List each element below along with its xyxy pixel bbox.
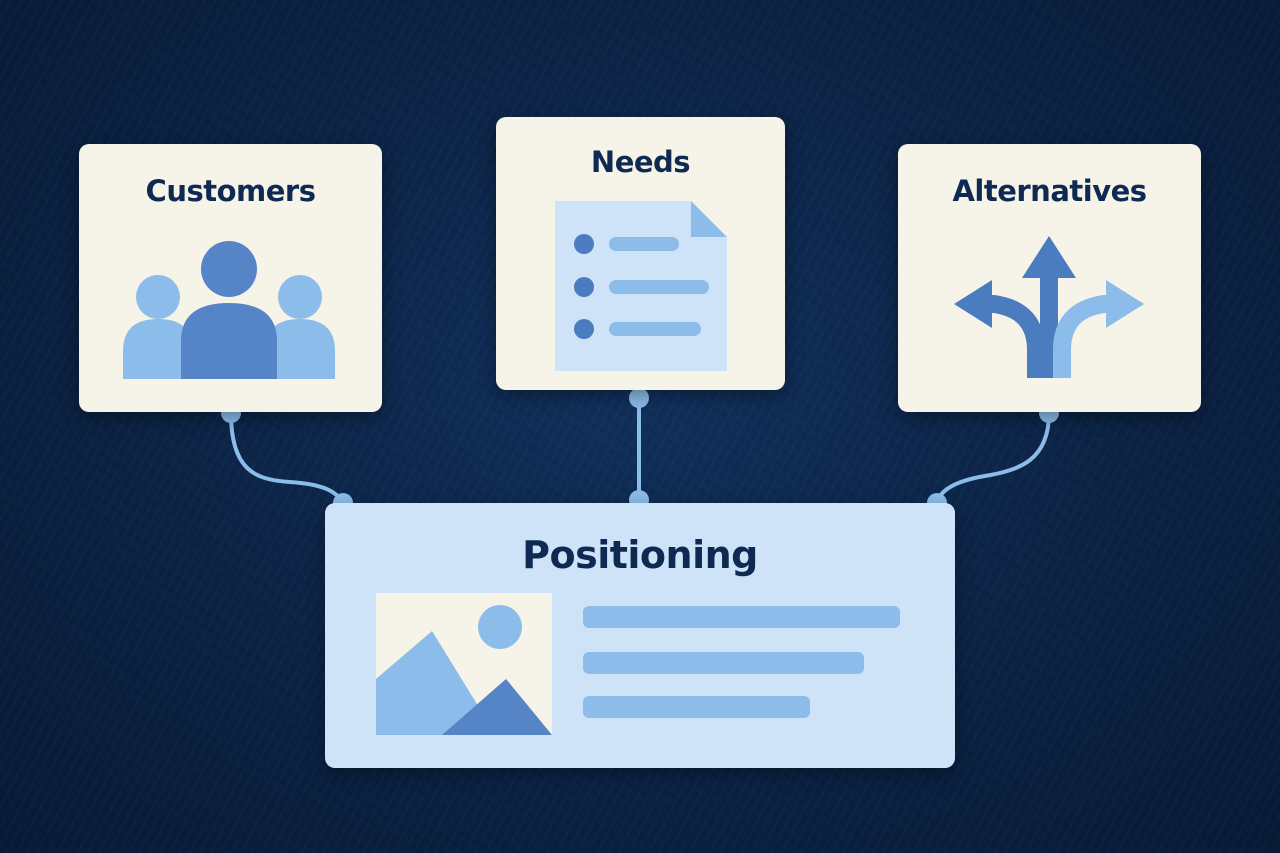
people-group-icon [123, 241, 335, 379]
edge-customers-positioning [229, 412, 345, 505]
text-lines-icon [583, 606, 900, 718]
image-placeholder-icon [376, 593, 552, 735]
branching-arrows-icon [954, 236, 1144, 378]
needs-card[interactable]: Needs [496, 117, 785, 390]
connector-dot-needs-top [629, 388, 649, 408]
checklist-document-icon [555, 201, 727, 371]
positioning-card[interactable]: Positioning [325, 503, 955, 768]
needs-title: Needs [590, 145, 691, 179]
customers-title: Customers [145, 174, 316, 208]
customers-card[interactable]: Customers [79, 144, 382, 412]
positioning-title: Positioning [522, 533, 758, 577]
alternatives-card[interactable]: Alternatives [898, 144, 1201, 412]
alternatives-title: Alternatives [952, 174, 1147, 208]
edge-alternatives-positioning [935, 412, 1051, 504]
